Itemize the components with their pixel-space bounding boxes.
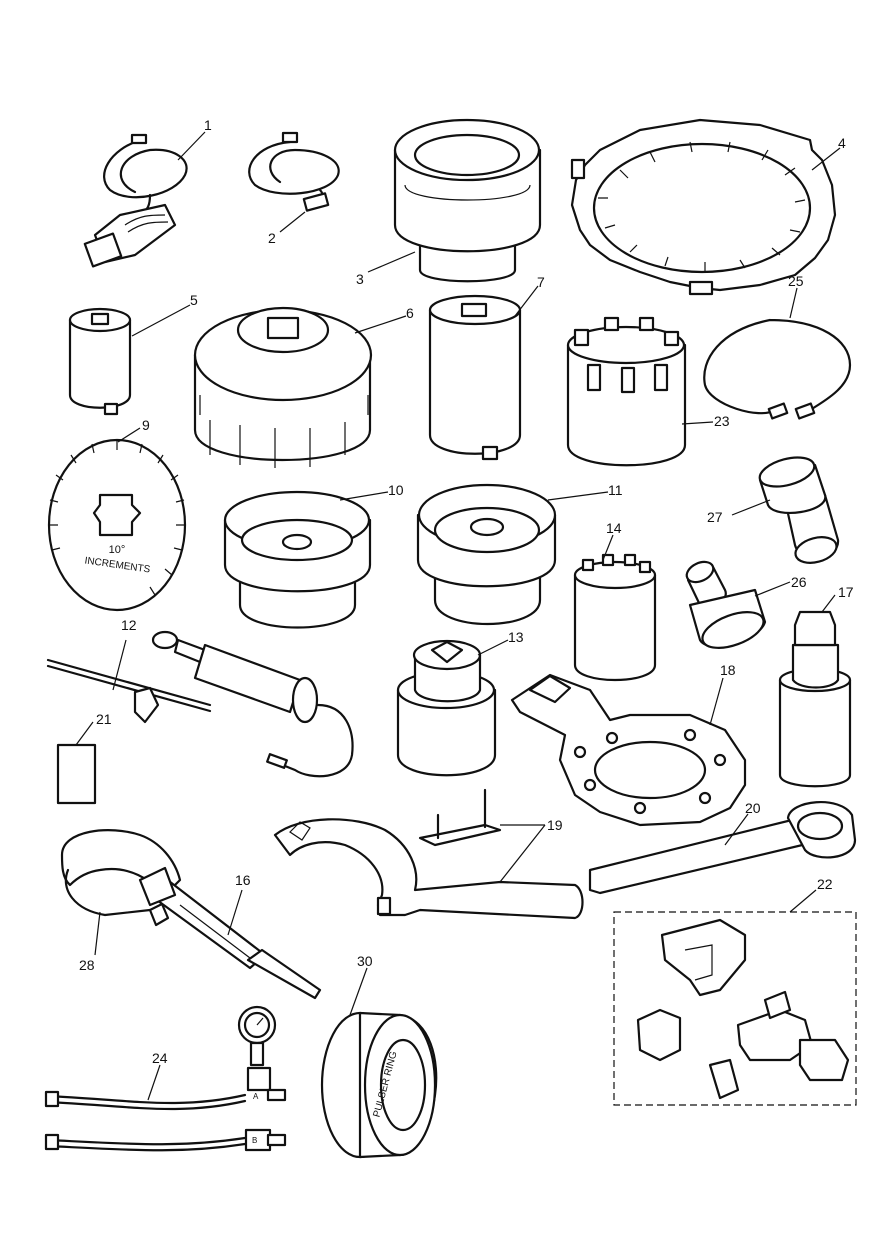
callout-1: 1 — [204, 117, 212, 133]
part-14-slotted-socket — [573, 553, 657, 681]
part-4-clutch-ring — [570, 118, 837, 296]
callout-16: 16 — [235, 872, 251, 888]
callout-28: 28 — [79, 957, 95, 973]
part-5-small-socket — [68, 307, 132, 416]
callout-26: 26 — [791, 574, 807, 590]
callout-27: 27 — [707, 509, 723, 525]
part-21-card — [56, 743, 97, 805]
callout-3: 3 — [356, 271, 364, 287]
part-24-gauge-hoses: A B — [44, 1005, 287, 1152]
part-25-sensor-cable — [703, 318, 852, 420]
part-27-pin-tool — [758, 456, 840, 564]
callout-17: 17 — [838, 584, 854, 600]
callout-11: 11 — [608, 482, 623, 498]
part-30-pulser-ring-tool: PULSER RING — [320, 1011, 438, 1159]
callout-2: 2 — [268, 230, 276, 246]
part-9-degree-disc: 10° INCREMENTS — [47, 438, 187, 612]
part-12-syringe-tool — [46, 630, 354, 778]
callout-4: 4 — [838, 135, 846, 151]
part-22-tool-kit — [613, 911, 857, 1106]
callout-14: 14 — [606, 520, 622, 536]
part-6-oil-filter-wrench — [193, 306, 373, 468]
gauge-port-b: B — [252, 1136, 257, 1145]
callout-13: 13 — [508, 629, 524, 645]
part-20-ring-spanner — [588, 801, 857, 895]
part-1-diagnostic-cable — [83, 133, 188, 268]
part-26-adapter — [685, 560, 767, 649]
part-18-holding-plate — [510, 673, 747, 827]
callout-19: 19 — [547, 817, 563, 833]
part-10-filter-cup-socket — [223, 490, 372, 629]
part-16-strap-handle — [138, 866, 322, 1000]
part-13-square-drive-socket — [396, 639, 497, 777]
part-19-c-spanner — [273, 818, 584, 920]
callout-9: 9 — [142, 417, 150, 433]
callout-10: 10 — [388, 482, 404, 498]
callout-20: 20 — [745, 800, 761, 816]
callout-7: 7 — [537, 274, 545, 290]
callout-23: 23 — [714, 413, 730, 429]
part-7-long-socket — [428, 294, 522, 461]
part-11-filter-cup-socket — [416, 483, 557, 625]
part-2-cable — [248, 131, 340, 212]
callout-5: 5 — [190, 292, 198, 308]
callout-21: 21 — [96, 711, 112, 727]
part-23-castellated-socket — [566, 316, 687, 467]
callout-30: 30 — [357, 953, 373, 969]
callout-25: 25 — [788, 273, 804, 289]
disc-text-degrees: 10° — [109, 544, 126, 556]
gauge-port-a: A — [253, 1092, 259, 1101]
callout-22: 22 — [817, 876, 833, 892]
part-19-pin-gauge — [418, 788, 502, 847]
part-17-bolt-tool — [778, 610, 852, 788]
callout-24: 24 — [152, 1050, 168, 1066]
callout-18: 18 — [720, 662, 736, 678]
part-3-large-socket — [393, 118, 542, 283]
callout-12: 12 — [121, 617, 137, 633]
callout-6: 6 — [406, 305, 414, 321]
